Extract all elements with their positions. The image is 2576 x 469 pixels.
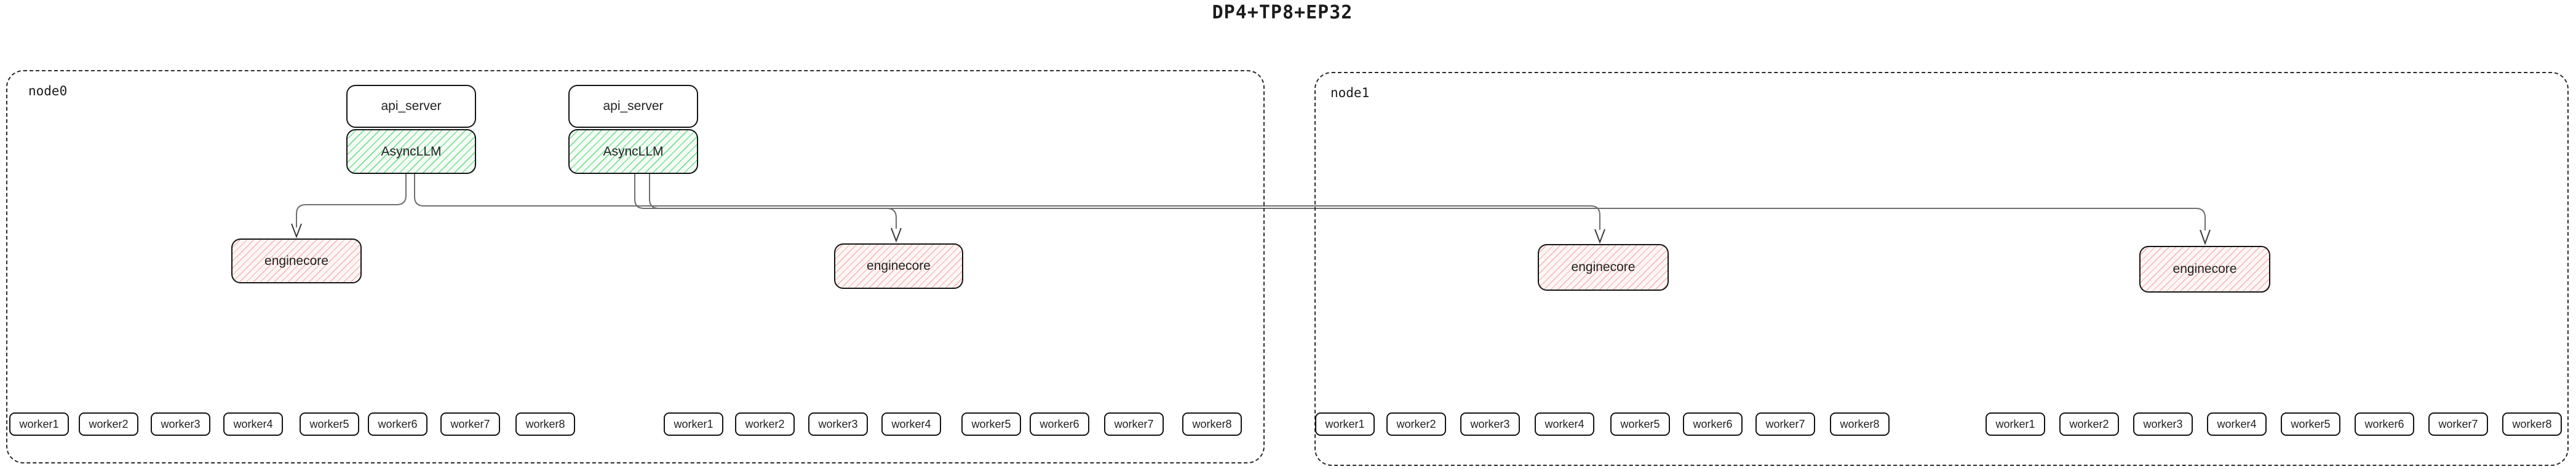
worker-box: worker8: [2502, 412, 2562, 436]
worker-box: worker2: [735, 412, 795, 436]
cluster-node0-label: node0: [28, 84, 68, 98]
worker-box: worker1: [1315, 412, 1375, 436]
worker-box: worker4: [2207, 412, 2267, 436]
worker-box: worker7: [2428, 412, 2488, 436]
worker-box: worker4: [1535, 412, 1594, 436]
worker-box: worker4: [223, 412, 283, 436]
worker-box: worker8: [515, 412, 575, 436]
enginecore-box-node1-1: enginecore: [1538, 244, 1669, 291]
worker-box: worker7: [1104, 412, 1164, 436]
worker-box: worker8: [1182, 412, 1242, 436]
worker-box: worker5: [961, 412, 1021, 436]
enginecore-box-node1-2: enginecore: [2139, 246, 2270, 293]
arrowhead-enginecore4: [2200, 229, 2211, 245]
edge-asyncllm1-enginecore1: [296, 174, 407, 227]
cluster-node1: [1314, 72, 2569, 466]
arrowhead-enginecore1: [291, 223, 302, 238]
api-server-box-2: api_server: [568, 85, 698, 128]
cluster-node0: [6, 70, 1265, 463]
worker-box: worker1: [9, 412, 69, 436]
worker-box: worker8: [1830, 412, 1890, 436]
api-server-box-1: api_server: [346, 85, 476, 128]
enginecore-box-node0-2: enginecore: [834, 243, 963, 289]
worker-box: worker5: [300, 412, 359, 436]
worker-box: worker3: [1460, 412, 1520, 436]
worker-box: worker3: [151, 412, 210, 436]
cluster-node1-label: node1: [1330, 85, 1370, 100]
worker-box: worker6: [2355, 412, 2414, 436]
arrowhead-enginecore2: [891, 227, 902, 243]
asyncllm-box-1: AsyncLLM: [346, 129, 476, 174]
edge-asyncllm1-enginecore3: [414, 174, 1600, 230]
worker-box: worker7: [1755, 412, 1815, 436]
worker-box: worker6: [1683, 412, 1743, 436]
asyncllm-box-2: AsyncLLM: [568, 129, 698, 174]
worker-box: worker7: [440, 412, 500, 436]
worker-box: worker6: [1030, 412, 1089, 436]
worker-box: worker2: [79, 412, 138, 436]
worker-box: worker1: [1986, 412, 2045, 436]
arrowhead-enginecore3: [1594, 229, 1605, 244]
worker-box: worker2: [2059, 412, 2119, 436]
worker-box: worker4: [881, 412, 941, 436]
enginecore-box-node0-1: enginecore: [231, 238, 362, 283]
worker-box: worker5: [2281, 412, 2340, 436]
edge-asyncllm2-enginecore4: [649, 174, 2206, 231]
worker-box: worker3: [808, 412, 868, 436]
worker-box: worker3: [2133, 412, 2193, 436]
worker-box: worker6: [368, 412, 427, 436]
worker-box: worker5: [1610, 412, 1670, 436]
worker-box: worker1: [664, 412, 723, 436]
worker-box: worker2: [1386, 412, 1446, 436]
diagram-title: DP4+TP8+EP32: [1212, 2, 1353, 23]
